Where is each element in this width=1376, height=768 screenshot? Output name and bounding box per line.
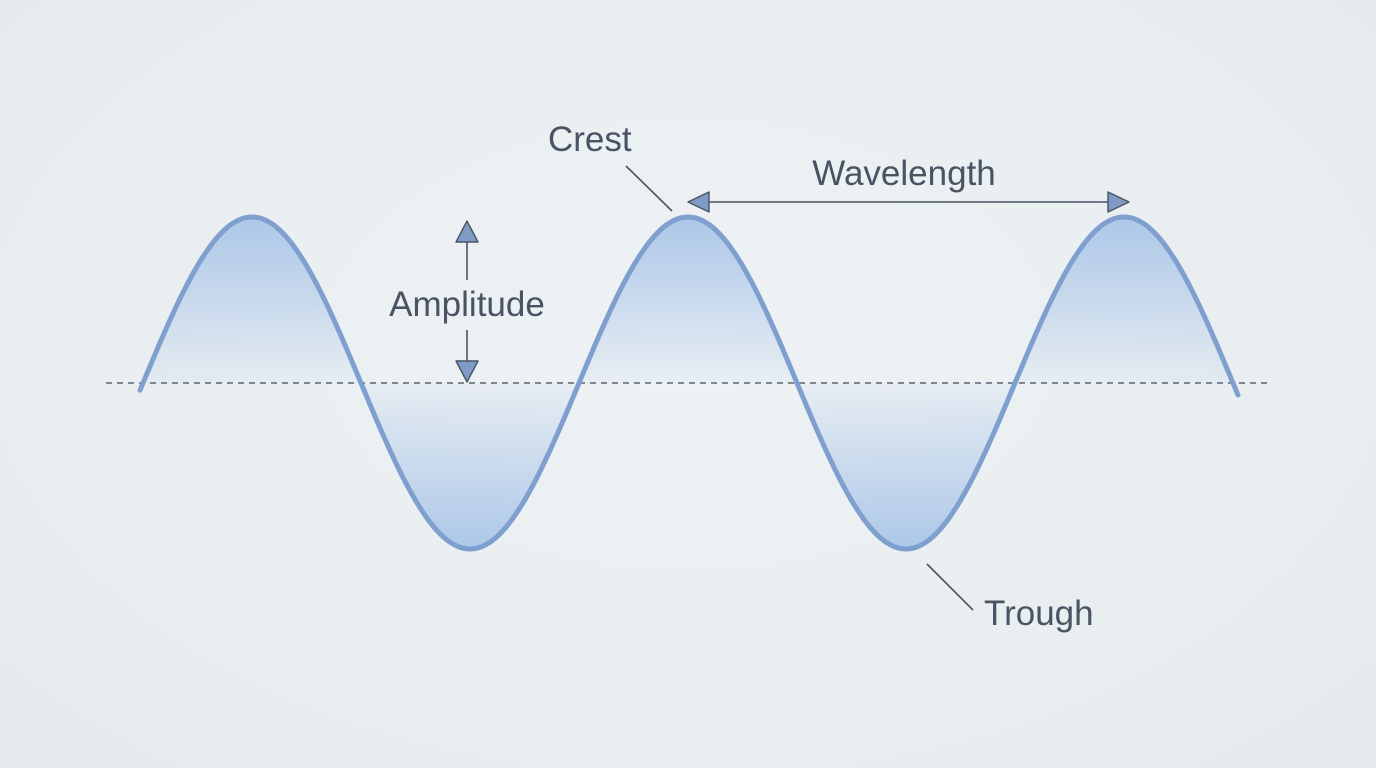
crest-leader-line: [625, 165, 673, 212]
trough-leader-line: [926, 563, 974, 611]
trough-label: Trough: [984, 594, 1094, 633]
crest-label: Crest: [548, 120, 632, 159]
amplitude-arrowhead-down-icon: [455, 360, 479, 383]
wave-fill-upper: [140, 217, 1238, 383]
wavelength-arrowhead-left-icon: [687, 191, 710, 213]
wave-curve: [137, 214, 1241, 552]
wavelength-arrowhead-right-icon: [1107, 191, 1130, 213]
wavelength-label: Wavelength: [812, 154, 996, 193]
wavelength-arrow: [687, 191, 1130, 213]
amplitude-arrow: [455, 220, 479, 383]
wave-fill-lower: [140, 383, 1238, 549]
amplitude-label: Amplitude: [389, 285, 545, 324]
amplitude-arrowhead-up-icon: [455, 220, 479, 243]
